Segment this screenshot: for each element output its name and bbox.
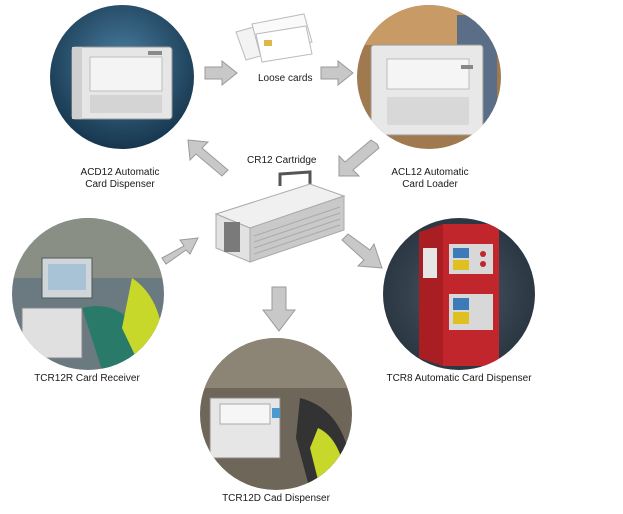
acl12-label: ACL12 Automatic Card Loader — [380, 167, 480, 191]
arrow-tcr12r-to-cartridge-icon — [160, 232, 200, 268]
arrow-cartridge-to-tcr12d-icon — [262, 286, 296, 332]
tcr8-photo — [383, 218, 535, 370]
arrow-cards-to-acl12-icon — [320, 60, 354, 86]
acl12-label-line2: Card Loader — [402, 179, 458, 190]
tcr12d-photo — [200, 338, 352, 490]
acl12-label-line1: ACL12 Automatic — [391, 167, 469, 178]
acd12-photo — [50, 5, 194, 149]
tcr12d-label: TCR12D Cad Dispenser — [222, 493, 330, 504]
loose-cards-photo — [230, 10, 320, 66]
acl12-photo — [357, 5, 501, 149]
cr12-cartridge-photo — [210, 170, 350, 266]
loose-cards-label: Loose cards — [258, 73, 313, 84]
cr12-label: CR12 Cartridge — [247, 155, 317, 166]
acd12-label-line2: Card Dispenser — [85, 179, 155, 190]
acd12-label: ACD12 Automatic Card Dispenser — [70, 167, 170, 191]
arrow-acd12-to-cards-icon — [204, 60, 238, 86]
arrow-cartridge-to-acd12-icon — [186, 138, 230, 178]
acd12-label-line1: ACD12 Automatic — [80, 167, 160, 178]
arrow-acl12-to-cartridge-icon — [337, 138, 381, 178]
tcr12r-photo — [12, 218, 164, 370]
tcr12r-label: TCR12R Card Receiver — [34, 373, 140, 384]
arrow-cartridge-to-tcr8-icon — [340, 232, 384, 272]
tcr8-label: TCR8 Automatic Card Dispenser — [386, 373, 532, 384]
